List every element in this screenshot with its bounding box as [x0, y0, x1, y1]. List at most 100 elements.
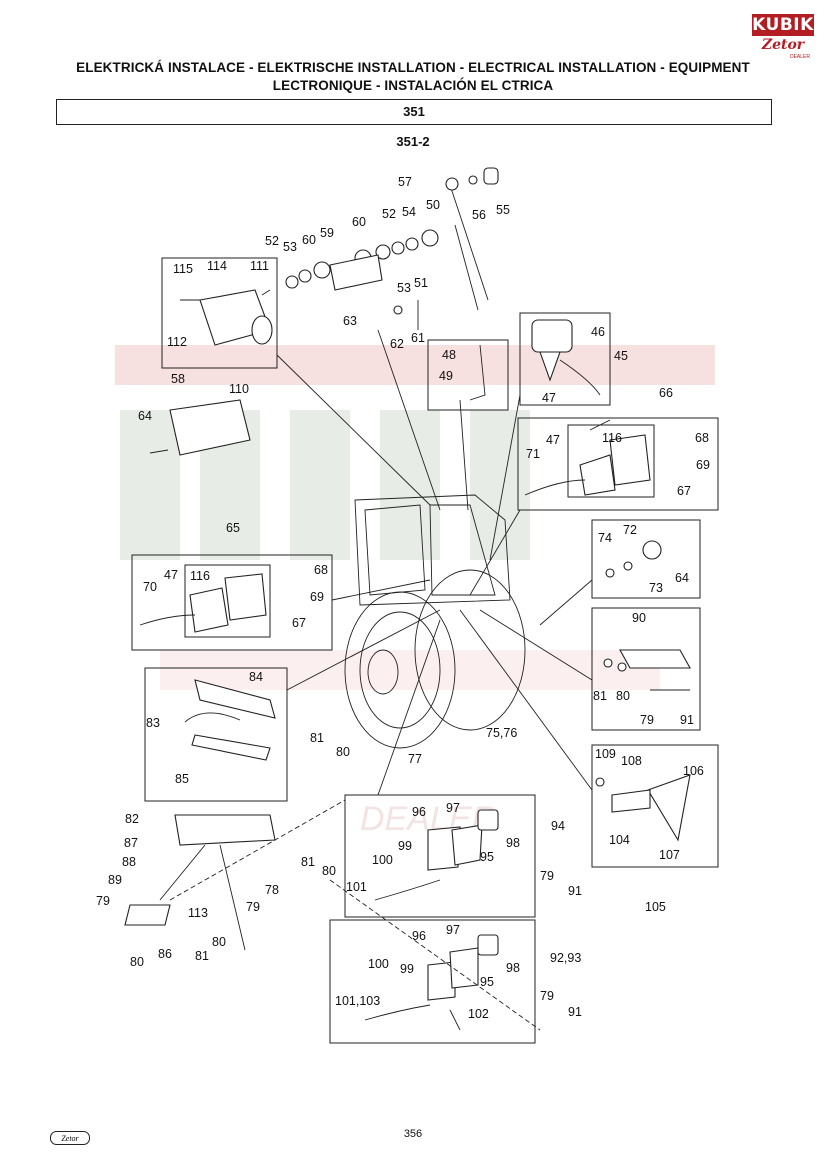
light-box-66	[517, 417, 719, 511]
box-72-74	[591, 519, 701, 599]
callout-label: 79	[540, 989, 554, 1003]
callout-label: 81	[301, 855, 315, 869]
callout-label: 96	[412, 929, 426, 943]
callout-label: 71	[526, 447, 540, 461]
callout-label: 80	[212, 935, 226, 949]
callout-label: 79	[540, 869, 554, 883]
callout-label: 53	[397, 281, 411, 295]
callout-label: 100	[372, 853, 393, 867]
callout-label: 80	[336, 745, 350, 759]
logo-zetor-text: Zetor	[761, 37, 805, 53]
light-box-84	[144, 667, 288, 802]
callout-label: 98	[506, 961, 520, 975]
callout-label: 85	[175, 772, 189, 786]
callout-label: 97	[446, 801, 460, 815]
callout-label: 91	[680, 713, 694, 727]
callout-label: 67	[292, 616, 306, 630]
callout-label: 55	[496, 203, 510, 217]
callout-label: 47	[542, 391, 556, 405]
callout-label: 47	[546, 433, 560, 447]
callout-label: 69	[310, 590, 324, 604]
callout-label: 86	[158, 947, 172, 961]
callout-label: 101	[346, 880, 367, 894]
callout-label: 108	[621, 754, 642, 768]
callout-label: 84	[249, 670, 263, 684]
mount-bracket-82	[124, 814, 276, 951]
box-48-49	[427, 339, 509, 411]
callout-label: 69	[696, 458, 710, 472]
callout-label: 62	[390, 337, 404, 351]
callout-label: 106	[683, 764, 704, 778]
callout-label: 65	[226, 521, 240, 535]
page-number: 356	[403, 1128, 423, 1140]
callout-label: 58	[171, 372, 185, 386]
footer-zetor-logo: Zetor	[50, 1131, 90, 1145]
callout-label: 64	[138, 409, 152, 423]
callout-label: 79	[640, 713, 654, 727]
bracket-box-106	[591, 744, 719, 868]
callout-label: 95	[480, 850, 494, 864]
callout-label: 80	[616, 689, 630, 703]
callout-label: 91	[568, 884, 582, 898]
callout-label: 64	[675, 571, 689, 585]
callout-label: 101,103	[335, 994, 380, 1008]
callout-label: 48	[442, 348, 456, 362]
callout-label: 102	[468, 1007, 489, 1021]
callout-label: 110	[229, 382, 249, 396]
callout-label: 99	[400, 962, 414, 976]
callout-label: 57	[398, 175, 412, 189]
callout-label: 78	[265, 883, 279, 897]
callout-label: 80	[130, 955, 144, 969]
callout-label: 68	[314, 563, 328, 577]
callout-label: 89	[108, 873, 122, 887]
callout-label: 50	[426, 198, 440, 212]
rear-light-58	[149, 399, 251, 456]
callout-label: 105	[645, 900, 666, 914]
callout-label: 63	[343, 314, 357, 328]
callout-label: 68	[695, 431, 709, 445]
callout-label: 107	[659, 848, 680, 862]
callout-label: 67	[677, 484, 691, 498]
callout-label: 92,93	[550, 951, 581, 965]
callout-label: 116	[602, 431, 622, 445]
callout-label: 60	[302, 233, 316, 247]
callout-label: 88	[122, 855, 136, 869]
callout-label: 46	[591, 325, 605, 339]
callout-label: 59	[320, 226, 334, 240]
bracket-box-90	[591, 607, 701, 731]
callout-label: 83	[146, 716, 160, 730]
callout-label: 113	[188, 906, 208, 920]
callout-label: 97	[446, 923, 460, 937]
callout-label: 99	[398, 839, 412, 853]
callout-label: 80	[322, 864, 336, 878]
page-title-line1: ELEKTRICKÁ INSTALACE - ELEKTRISCHE INSTA…	[76, 60, 750, 75]
callout-label: 47	[164, 568, 178, 582]
logo-kubik-text: KUBIK	[752, 14, 814, 36]
callout-label: 75,76	[486, 726, 517, 740]
callout-label: 94	[551, 819, 565, 833]
callout-label: 96	[412, 805, 426, 819]
callout-label: 100	[368, 957, 389, 971]
dealer-watermark: DEALER	[115, 345, 715, 838]
page-title-line2: LECTRONIQUE - INSTALACIÓN EL CTRICA	[272, 78, 554, 93]
tractor-cab	[344, 494, 526, 749]
callout-label: 73	[649, 581, 663, 595]
callout-label: 72	[623, 523, 637, 537]
footer-logo-text: Zetor	[61, 1134, 79, 1143]
callout-label: 53	[283, 240, 297, 254]
callout-label: 81	[593, 689, 607, 703]
wiper-motor-box	[161, 257, 278, 369]
callout-label: 45	[614, 349, 628, 363]
callout-label: 60	[352, 215, 366, 229]
wiper-assembly	[285, 167, 499, 330]
callout-label: 79	[246, 900, 260, 914]
callout-label: 115	[173, 262, 193, 276]
callout-label: 104	[609, 833, 630, 847]
callout-label: 66	[659, 386, 673, 400]
callout-label: 77	[408, 752, 422, 766]
callout-label: 81	[310, 731, 324, 745]
callout-label: 90	[632, 611, 646, 625]
callout-label: 95	[480, 975, 494, 989]
callout-label: 111	[250, 259, 269, 273]
